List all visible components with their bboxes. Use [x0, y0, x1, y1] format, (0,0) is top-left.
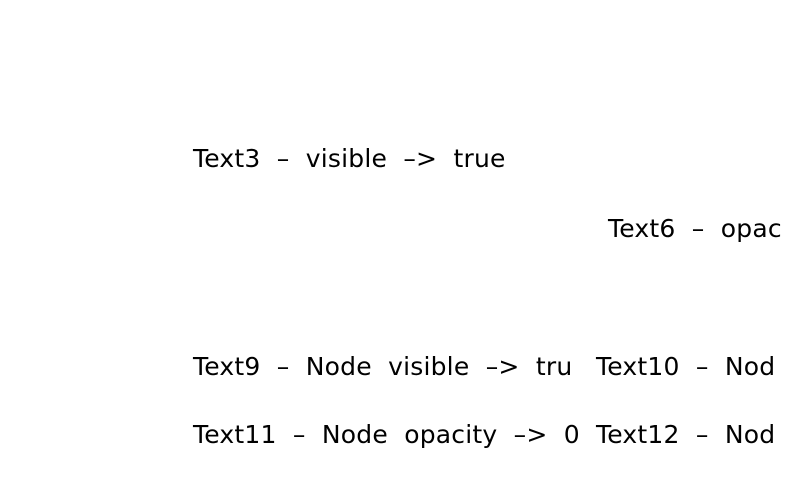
label-text12[interactable]: Text12 – Nod	[596, 420, 776, 449]
label-text3[interactable]: Text3 – visible –> true	[193, 144, 506, 173]
label-text10[interactable]: Text10 – Nod	[596, 352, 776, 381]
label-text6[interactable]: Text6 – opac	[608, 214, 782, 243]
label-text11[interactable]: Text11 – Node opacity –> 0	[193, 420, 580, 449]
label-text9[interactable]: Text9 – Node visible –> tru	[193, 352, 573, 381]
